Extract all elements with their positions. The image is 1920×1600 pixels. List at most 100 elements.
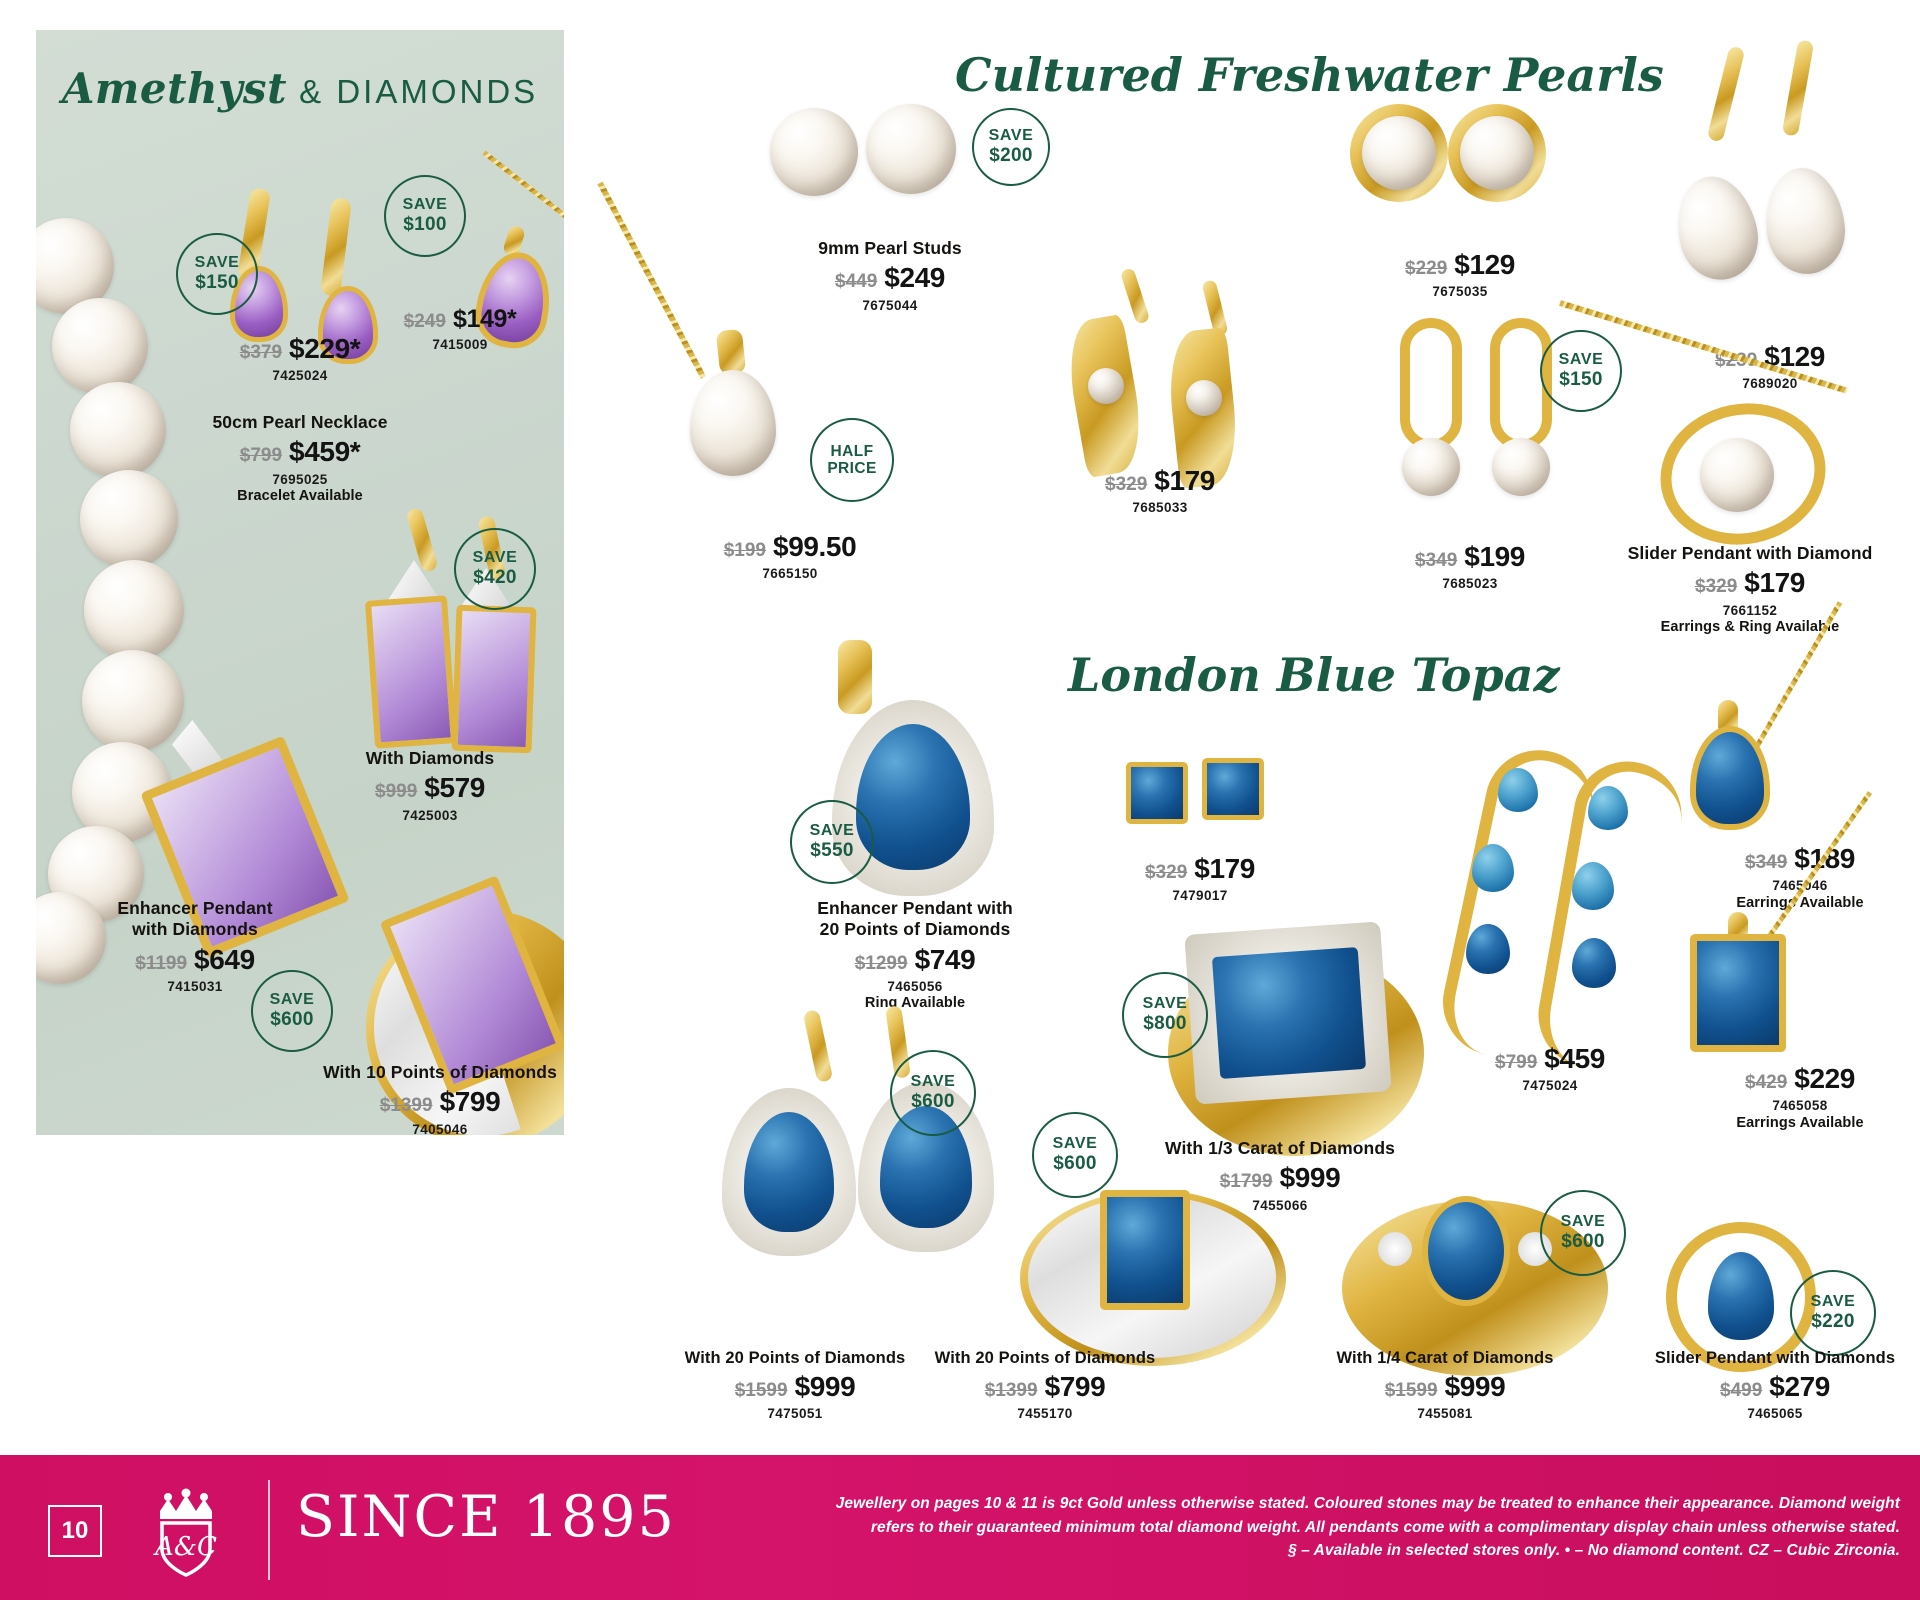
- save-badge-label: SAVE: [1810, 1293, 1856, 1311]
- topaz-hoop-stone: [1572, 938, 1616, 988]
- availability-note: Ring Available: [864, 995, 966, 1012]
- topaz-oval-stone: [1422, 1196, 1510, 1306]
- caption-pearl-bezel-studs: $229$129 7675035: [1310, 246, 1610, 301]
- now-price: $459*: [289, 436, 361, 468]
- angus-coote-crest-icon: A&C: [140, 1485, 232, 1577]
- now-price: $799: [439, 1086, 501, 1118]
- topaz-slider-stone: [1708, 1252, 1774, 1340]
- caption-topaz-slider-pendant: Slider Pendant with Diamonds $499$279 74…: [1580, 1348, 1920, 1423]
- now-price: $999: [1279, 1162, 1341, 1194]
- caption-pearl-necklace: 50cm Pearl Necklace $799$459* 7695025 Br…: [150, 412, 450, 506]
- save-badge-label: SAVE: [988, 127, 1034, 145]
- product-sku: 7455170: [1017, 1406, 1073, 1422]
- product-sku: 7455066: [1252, 1197, 1308, 1213]
- product-description: With 10 Points of Diamonds: [323, 1062, 557, 1082]
- caged-pearl: [1088, 368, 1124, 404]
- was-price: $799: [1495, 1052, 1538, 1073]
- product-description: With 20 Points of Diamonds: [934, 1349, 1156, 1367]
- page-footer: [0, 1455, 1920, 1600]
- was-price: $1799: [1219, 1171, 1273, 1193]
- caption-topaz-enhancer-pendant: Enhancer Pendant with 20 Points of Diamo…: [740, 898, 1090, 1013]
- now-price: $179: [1194, 853, 1255, 884]
- was-price: $999: [375, 781, 418, 803]
- pendant-bail: [838, 640, 872, 714]
- now-price: $249: [884, 262, 945, 294]
- save-badge-label: SAVE: [269, 991, 315, 1009]
- product-sku: 7665150: [762, 566, 818, 582]
- pearl-drop: [1668, 169, 1766, 287]
- earring-hook: [1706, 45, 1746, 143]
- caption-amethyst-enhancer-pendant: Enhancer Pendant with Diamonds $1199$649…: [70, 898, 320, 995]
- half-price-badge: HALF PRICE: [810, 418, 894, 502]
- save-badge-topaz-emerald-ring: SAVE $600: [1032, 1112, 1118, 1198]
- availability-note: Earrings Available: [1736, 1114, 1864, 1131]
- topaz-pear-stone: [744, 1112, 834, 1232]
- save-badge-amount: $600: [1053, 1153, 1097, 1175]
- save-badge-pearl-oval-earrings: SAVE $150: [1540, 330, 1622, 412]
- availability-note: Bracelet Available: [237, 487, 363, 504]
- topaz-emerald-ring-stone: [1100, 1190, 1190, 1310]
- save-badge-label: SAVE: [1052, 1135, 1098, 1153]
- legal-line-1: Jewellery on pages 10 & 11 is 9ct Gold u…: [835, 1495, 1900, 1512]
- earring-hook: [1781, 39, 1815, 137]
- was-price: $799: [239, 445, 283, 467]
- bezel-pearl: [1362, 116, 1436, 190]
- product-description-2: 20 Points of Diamonds: [819, 919, 1011, 940]
- caption-topaz-ring-third-carat: With 1/3 Carat of Diamonds $1799$999 745…: [1110, 1138, 1450, 1214]
- now-price: $579: [424, 772, 485, 804]
- now-price: $279: [1769, 1371, 1830, 1403]
- save-badge-amethyst-pendant: SAVE $100: [384, 175, 466, 257]
- bezel-pearl: [1460, 116, 1534, 190]
- product-sku: 7455081: [1417, 1406, 1473, 1422]
- was-price: $329: [1695, 576, 1738, 598]
- product-description: Slider Pendant with Diamond: [1627, 543, 1873, 563]
- save-badge-amount: $220: [1811, 1311, 1855, 1333]
- product-description: Enhancer Pendant: [117, 898, 273, 918]
- save-badge-amethyst-ring: SAVE $600: [251, 970, 333, 1052]
- earring-hook: [802, 1009, 834, 1083]
- legal-line-3: § – Available in selected stores only. •…: [1287, 1542, 1900, 1560]
- save-badge-topaz-oval-ring: SAVE $600: [1540, 1190, 1626, 1276]
- product-sku: 7675035: [1432, 284, 1488, 300]
- save-badge-amount: $800: [1143, 1013, 1187, 1035]
- was-price: $349: [1415, 550, 1458, 571]
- product-sku: 7689020: [1742, 376, 1798, 392]
- caption-amethyst-diamond-earrings: With Diamonds $999$579 7425003: [300, 748, 560, 824]
- was-price: $329: [1145, 862, 1188, 883]
- was-price: $1599: [1384, 1380, 1438, 1402]
- pearl-drop: [1760, 164, 1850, 278]
- save-badge-label: SAVE: [1558, 351, 1604, 369]
- save-badge-pearl-studs: SAVE $200: [972, 108, 1050, 186]
- product-sku: 7415031: [167, 978, 223, 994]
- product-description: With 1/4 Carat of Diamonds: [1336, 1349, 1554, 1367]
- half-price-line1: HALF: [830, 442, 874, 460]
- necklace-chain: [597, 181, 706, 379]
- save-badge-amount: $420: [473, 567, 517, 589]
- earring-hook: [1119, 267, 1151, 325]
- product-sku: 7465065: [1747, 1406, 1803, 1422]
- page-number: 10: [48, 1505, 102, 1557]
- now-price: $179: [1744, 567, 1805, 599]
- was-price: $249: [403, 311, 446, 332]
- product-description: Enhancer Pendant with: [817, 898, 1013, 918]
- footer-brand-since: SINCE 1895: [296, 1484, 676, 1550]
- pearl-stud: [770, 108, 858, 196]
- was-price: $349: [1745, 852, 1788, 873]
- was-price: $1299: [854, 952, 908, 974]
- save-badge-label: SAVE: [910, 1073, 956, 1091]
- save-badge-label: SAVE: [194, 254, 240, 272]
- oval-gold-link: [1400, 318, 1462, 450]
- was-price: $499: [1720, 1380, 1763, 1402]
- product-description: With 20 Points of Diamonds: [684, 1349, 906, 1367]
- pearls-section-title: Cultured Freshwater Pearls: [955, 48, 1664, 102]
- topaz-hoop-stone: [1588, 786, 1628, 830]
- now-price: $149*: [452, 305, 517, 333]
- was-price: $449: [835, 271, 878, 293]
- slider-pearl: [1700, 438, 1774, 512]
- product-sku: 7415009: [432, 336, 488, 352]
- now-price: $799: [1044, 1371, 1106, 1403]
- amethyst-title-amp: &: [286, 73, 337, 110]
- save-badge-amount: $600: [911, 1091, 955, 1113]
- amethyst-title-caps: DIAMONDS: [336, 73, 539, 110]
- was-price: $1599: [734, 1380, 788, 1402]
